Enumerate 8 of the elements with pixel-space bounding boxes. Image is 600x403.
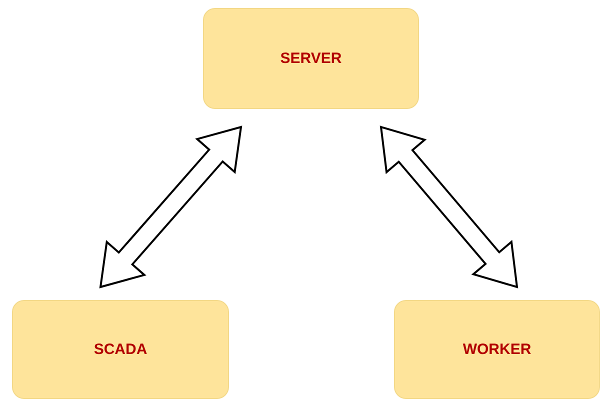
- process-box: [394, 300, 600, 399]
- node-label: WORKER: [462, 341, 532, 358]
- node-label: SERVER: [280, 50, 342, 67]
- node-label: SCADA: [94, 341, 148, 358]
- double-arrow: [99, 126, 242, 288]
- double-arrow: [380, 126, 518, 288]
- process-box: [203, 8, 419, 109]
- process-box: [12, 300, 229, 399]
